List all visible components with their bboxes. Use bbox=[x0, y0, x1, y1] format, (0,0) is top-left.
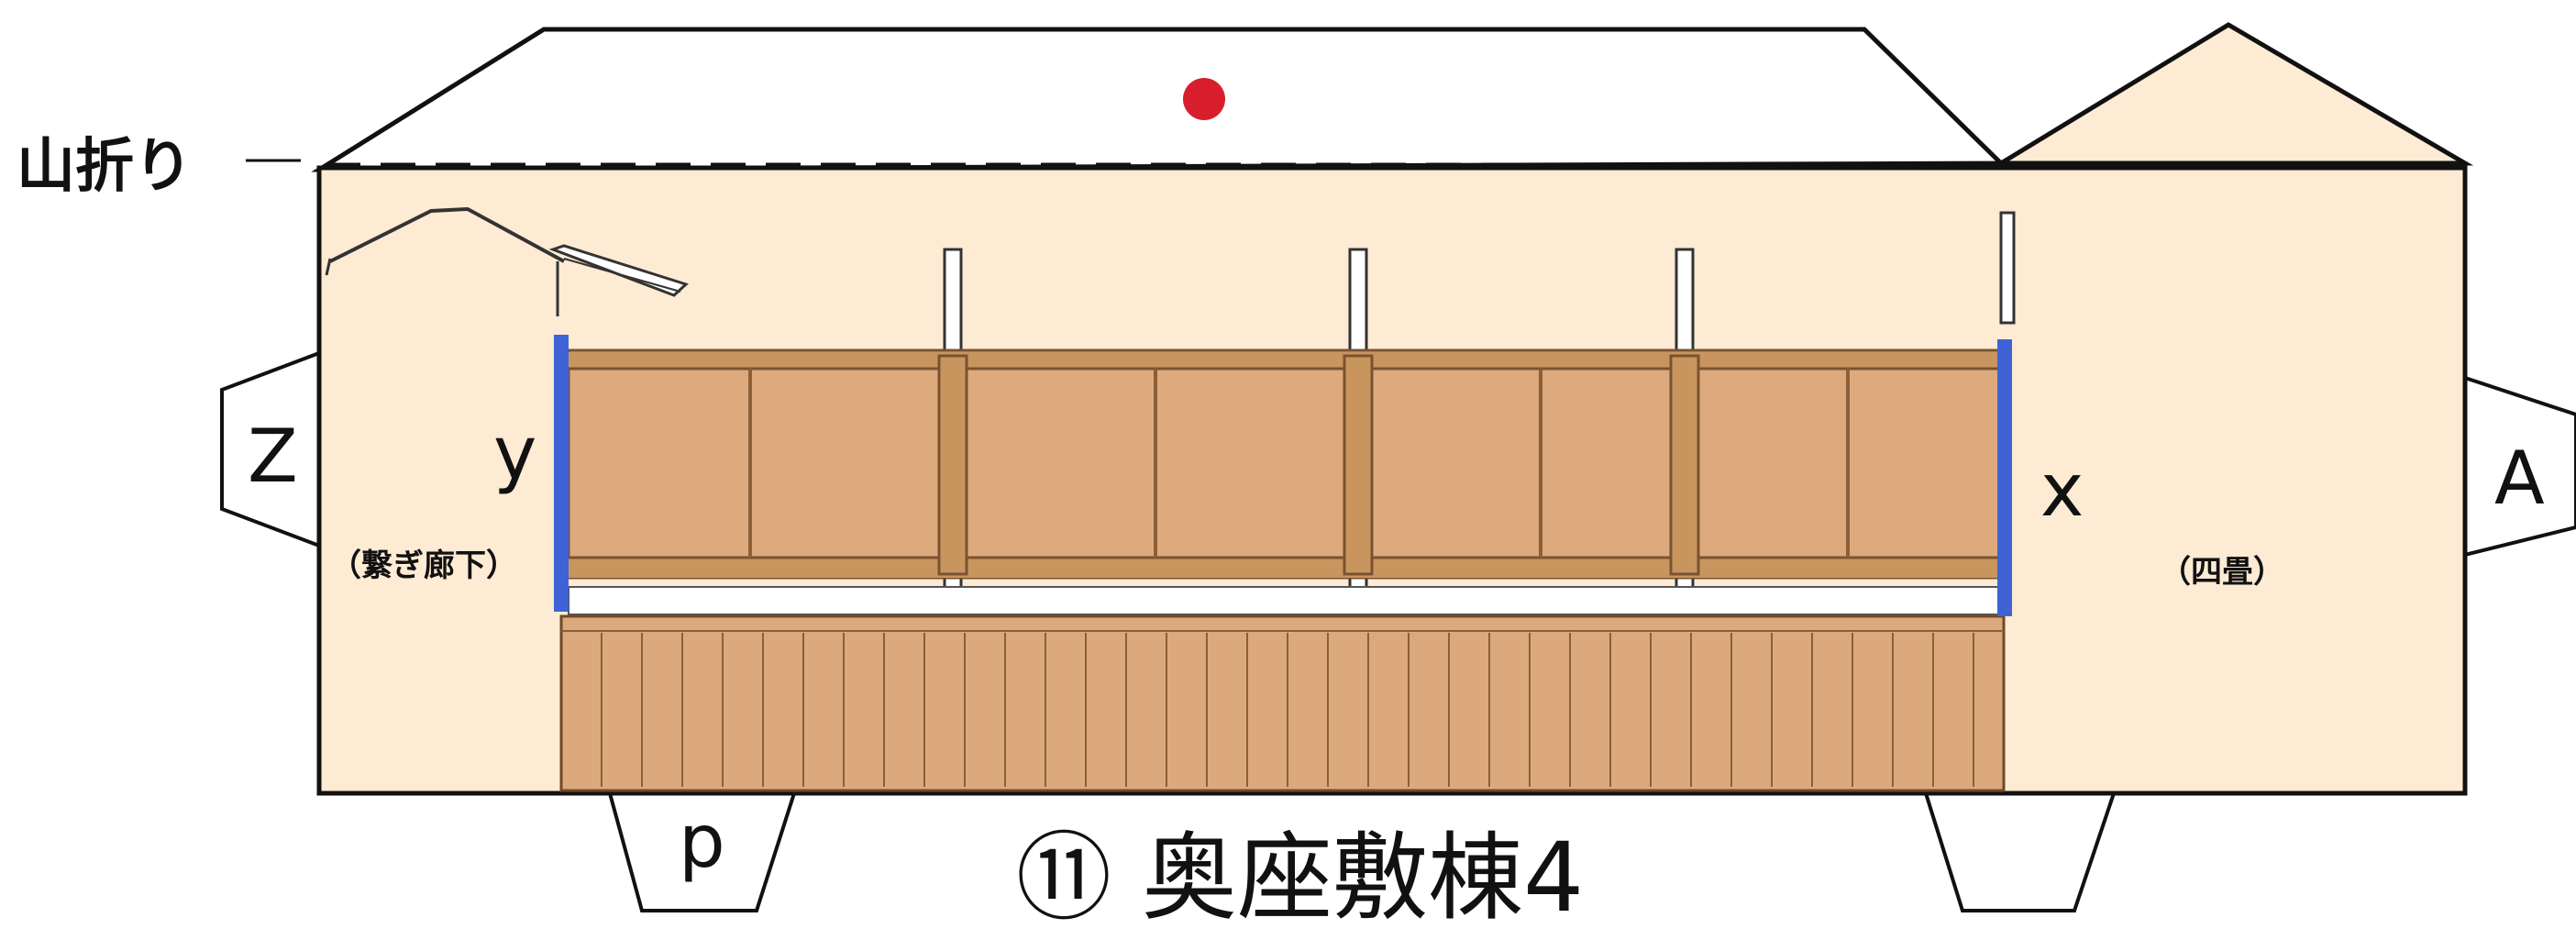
room-label-corridor: （繋ぎ廊下） bbox=[330, 547, 517, 584]
tab-label-z: Z bbox=[248, 414, 298, 499]
tab-label-y: y bbox=[493, 411, 537, 496]
tab-label-p: p bbox=[679, 799, 725, 884]
fold-label: 山折り bbox=[17, 133, 193, 201]
wooden-fence bbox=[559, 614, 2006, 792]
left-roof-face bbox=[311, 27, 2007, 172]
sheet-title: ⑪ 奥座敷棟4 bbox=[1016, 822, 1585, 934]
room-label-four-mat: （四畳） bbox=[2160, 554, 2284, 591]
glue-tab-bottom-right bbox=[1923, 791, 2117, 912]
edge-bar-x bbox=[1997, 339, 2012, 616]
right-roof-gable bbox=[1993, 22, 2474, 166]
red-marker-dot bbox=[1183, 78, 1225, 120]
corridor-roof-sketch bbox=[329, 206, 565, 263]
post bbox=[1999, 211, 2016, 325]
sill-strip bbox=[568, 586, 2005, 615]
sliding-panels bbox=[567, 348, 2006, 580]
tab-label-x: x bbox=[2040, 448, 2084, 533]
edge-bar-y bbox=[554, 335, 569, 612]
tab-label-a: A bbox=[2494, 436, 2545, 521]
